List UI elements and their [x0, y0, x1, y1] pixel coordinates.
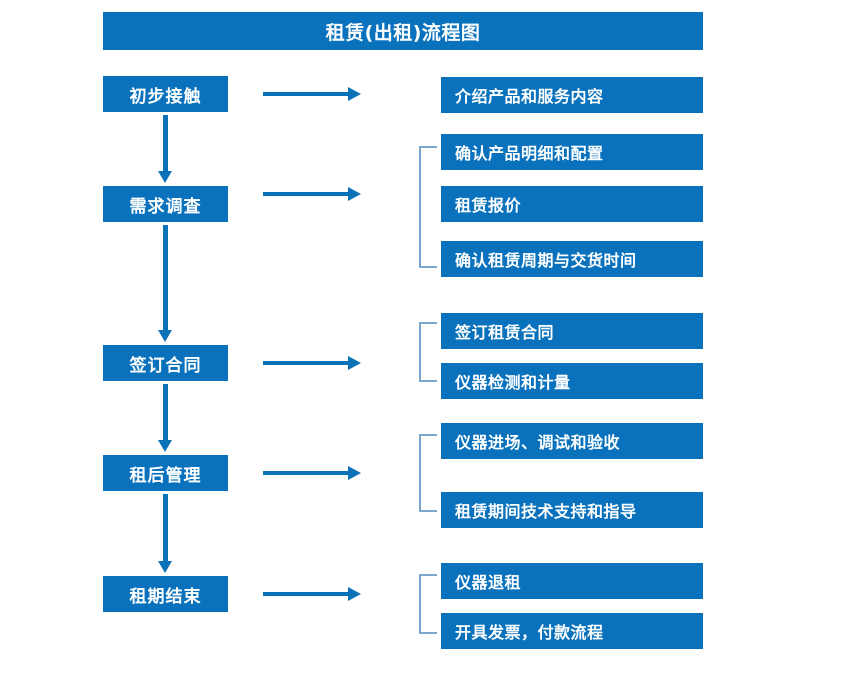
stage-box-lease-end[interactable]: 租期结束	[103, 576, 228, 612]
arrow-head-right-icon	[348, 187, 361, 201]
group-bracket-post-rent-manage	[419, 434, 437, 512]
arrow-shaft	[163, 384, 168, 440]
arrow-head-down-icon	[158, 440, 172, 452]
detail-box-introduce-products-services[interactable]: 介绍产品和服务内容	[441, 77, 703, 113]
detail-box-invoice-payment-process[interactable]: 开具发票，付款流程	[441, 613, 703, 649]
detail-box-instrument-return[interactable]: 仪器退租	[441, 563, 703, 599]
arrow-shaft	[163, 115, 168, 171]
stage-box-post-rent-manage[interactable]: 租后管理	[103, 455, 228, 491]
detail-box-sign-rental-contract[interactable]: 签订租赁合同	[441, 313, 703, 349]
detail-box-rental-quotation[interactable]: 租赁报价	[441, 186, 703, 222]
arrow-shaft	[263, 471, 349, 475]
detail-box-confirm-period-delivery[interactable]: 确认租赁周期与交货时间	[441, 241, 703, 277]
flow-arrow-manage-to-end	[158, 494, 172, 573]
page-title: 租赁(出租)流程图	[103, 12, 703, 50]
detail-box-instrument-test-metrology[interactable]: 仪器检测和计量	[441, 363, 703, 399]
flow-arrow-contract-to-manage	[158, 384, 172, 452]
arrow-to-group-4	[263, 587, 361, 601]
arrow-shaft	[163, 225, 168, 330]
stage-box-initial-contact[interactable]: 初步接触	[103, 76, 228, 112]
group-bracket-needs-survey	[419, 146, 437, 268]
flow-arrow-initial-to-needs	[158, 115, 172, 183]
arrow-head-right-icon	[348, 356, 361, 370]
arrow-head-right-icon	[348, 87, 361, 101]
stage-box-needs-survey[interactable]: 需求调查	[103, 186, 228, 222]
arrow-head-down-icon	[158, 330, 172, 342]
detail-box-instrument-install-accept[interactable]: 仪器进场、调试和验收	[441, 423, 703, 459]
flow-arrow-needs-to-contract	[158, 225, 172, 342]
arrow-head-down-icon	[158, 561, 172, 573]
arrow-to-group-0	[263, 87, 361, 101]
arrow-shaft	[263, 361, 349, 365]
arrow-to-group-3	[263, 466, 361, 480]
arrow-head-right-icon	[348, 466, 361, 480]
arrow-head-right-icon	[348, 587, 361, 601]
detail-box-confirm-product-config[interactable]: 确认产品明细和配置	[441, 134, 703, 170]
group-bracket-sign-contract	[419, 322, 437, 382]
arrow-head-down-icon	[158, 171, 172, 183]
arrow-shaft	[163, 494, 168, 561]
arrow-shaft	[263, 592, 349, 596]
arrow-shaft	[263, 92, 349, 96]
arrow-to-group-2	[263, 356, 361, 370]
arrow-to-group-1	[263, 187, 361, 201]
arrow-shaft	[263, 192, 349, 196]
detail-box-rental-tech-support[interactable]: 租赁期间技术支持和指导	[441, 492, 703, 528]
group-bracket-lease-end	[419, 574, 437, 634]
stage-box-sign-contract[interactable]: 签订合同	[103, 345, 228, 381]
